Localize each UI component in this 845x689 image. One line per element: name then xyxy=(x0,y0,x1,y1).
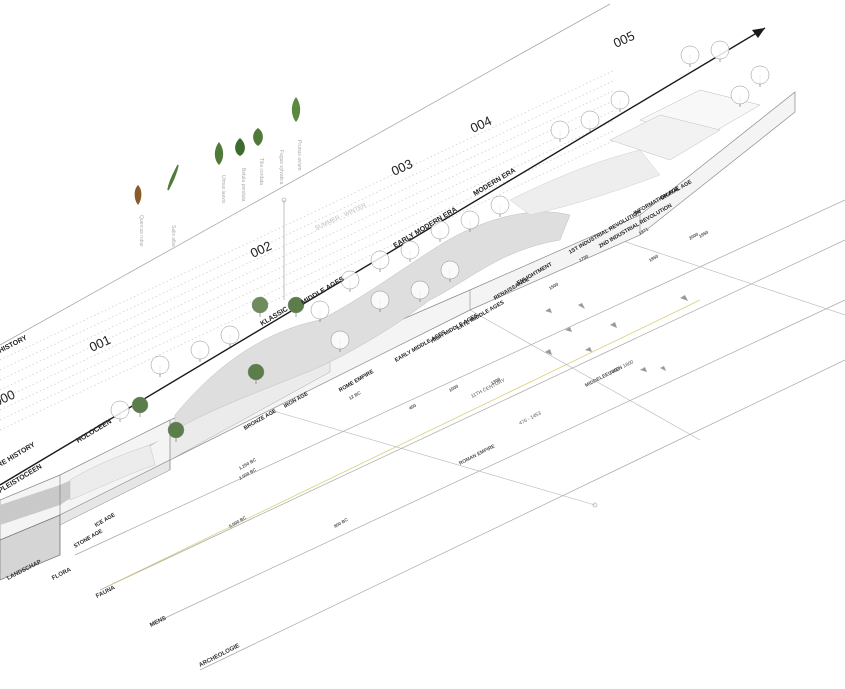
tree-icon xyxy=(287,296,305,317)
tree-icon xyxy=(580,110,600,132)
row-mens: MENS xyxy=(149,616,167,629)
tree-icon xyxy=(330,330,350,352)
leaf-label: Betula pendula xyxy=(240,168,246,202)
tree-icon xyxy=(131,396,149,417)
lower-era-label: ICE AGE xyxy=(94,512,117,529)
lower-date-label: 1700 xyxy=(578,253,590,263)
history-outer-line xyxy=(0,3,611,346)
row-flora: FLORA xyxy=(51,567,73,582)
tree-icon xyxy=(680,45,700,67)
tree-icon xyxy=(710,40,730,62)
artefact-icons xyxy=(545,295,688,372)
lower-date-label: 1871 xyxy=(638,226,650,236)
tree-icon xyxy=(610,90,630,112)
lower-date-label: 400 xyxy=(408,403,417,411)
section-002: 002 xyxy=(248,238,274,261)
era-modern: MODERN ERA xyxy=(472,167,517,198)
lower-date-label: 1000 xyxy=(448,383,460,393)
lower-date-label: 1950 xyxy=(698,229,710,239)
birch-leaf-icon xyxy=(235,138,245,156)
tree-icon xyxy=(730,85,750,107)
leaf-label: Tilia cordata xyxy=(258,158,264,185)
section-001: 001 xyxy=(87,332,113,355)
leaf-labels: Quercus robur Salix alba Ulmus laevis Betul… xyxy=(138,140,302,247)
tree-icon xyxy=(750,65,770,87)
terrain-areas xyxy=(69,89,761,501)
lower-date-label: 1500 xyxy=(548,281,560,291)
section-000: 000 xyxy=(0,387,17,410)
beech-leaf-icon xyxy=(291,97,301,122)
tree-icon xyxy=(410,280,430,302)
era-holoceen: HOLOCEEN xyxy=(75,418,113,444)
marker-dot xyxy=(281,197,287,203)
elm-leaf-icon xyxy=(214,142,224,165)
linden-leaf-icon xyxy=(253,128,263,146)
oak-leaf-icon xyxy=(134,185,142,205)
tree-icon xyxy=(550,120,570,142)
history-dotted-lines xyxy=(0,69,616,431)
marker-476-1453: 476 - 1453 xyxy=(518,410,542,426)
history-band-label: HISTORY xyxy=(0,334,29,354)
section-003: 003 xyxy=(389,156,415,179)
leaf-label: Ulmus laevis xyxy=(220,175,226,204)
marker-end-dot xyxy=(592,502,598,508)
leaf-label: Fagus sylvatica xyxy=(278,150,284,185)
willow-leaf-icon xyxy=(167,164,179,191)
fauna-yellow-line xyxy=(109,299,701,586)
section-005: 005 xyxy=(611,28,637,51)
tree-icon xyxy=(251,296,269,317)
tree-icon xyxy=(190,340,210,362)
tree-icon xyxy=(400,240,420,262)
tree-icon xyxy=(110,400,130,422)
tree-icon xyxy=(247,363,265,384)
leaf-label: Salix alba xyxy=(170,225,176,247)
tree-group xyxy=(110,40,770,442)
faint-season-label: SUMMER - WINTER xyxy=(314,203,368,232)
lower-date-label: 12 BC xyxy=(348,390,362,401)
section-004: 004 xyxy=(468,113,494,136)
tree-icon xyxy=(340,270,360,292)
row-labels: LANDSCHAP FLORA FAUNA MENS ARCHEOLOGIE xyxy=(6,559,241,668)
tree-icon xyxy=(490,195,510,217)
tree-icon xyxy=(370,250,390,272)
tree-icon xyxy=(167,421,185,442)
lower-date-label: 2000 xyxy=(688,231,700,241)
row-archeologie: ARCHEOLOGIE xyxy=(198,643,241,669)
tree-icon xyxy=(370,290,390,312)
lower-era-label: STONE AGE xyxy=(73,528,104,549)
marker-1450-1800: 1450 - 1800 xyxy=(608,359,635,377)
tree-icon xyxy=(220,325,240,347)
leaf-icons xyxy=(134,97,301,205)
leaf-label: Quercus robur xyxy=(138,215,144,247)
marker-roman-empire: ROMAN EMPIRE xyxy=(458,443,496,467)
lower-date-label: 800 BC xyxy=(333,517,349,529)
perpendicular-lines xyxy=(269,239,845,506)
tree-icon xyxy=(440,260,460,282)
arrow-icon xyxy=(752,28,765,38)
lower-axis-lines xyxy=(74,199,845,671)
tree-icon xyxy=(460,210,480,232)
leaf-label: Prunus avium xyxy=(296,140,302,171)
tree-icon xyxy=(310,300,330,322)
tree-icon xyxy=(150,355,170,377)
side-markers: ROMAN EMPIRE MIDDELEEUWEN 476 - 1453 145… xyxy=(458,359,635,467)
tree-icon xyxy=(430,220,450,242)
lower-date-label: 1300 xyxy=(490,376,502,386)
lower-date-label: 1850 xyxy=(648,253,660,263)
